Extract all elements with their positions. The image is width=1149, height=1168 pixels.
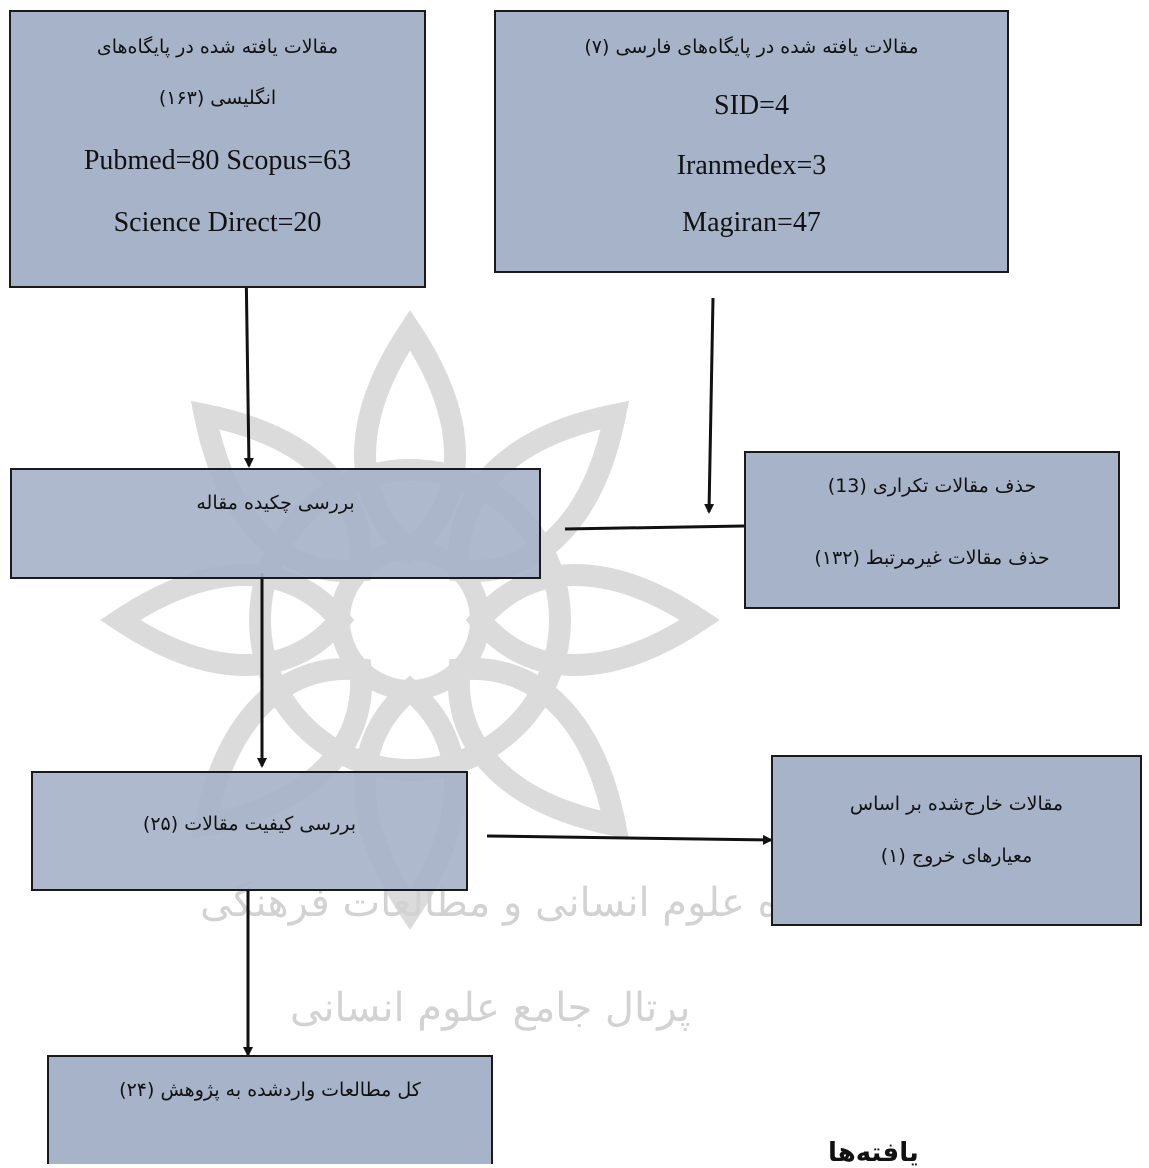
box-abstract-review: بررسی چکیده مقاله [10,468,541,579]
english-box-line1: مقالات یافته شده در پایگاه‌های [96,36,339,58]
arrow-english-to-abstract [243,261,254,468]
box-excluded-articles: مقالات خارج‌شده بر اساس معیارهای خروج (۱… [771,755,1142,926]
english-box-line2: انگلیسی (۱۶۳) [158,87,277,109]
connector-abstract-to-removed [564,524,745,531]
box-quality-review: بررسی کیفیت مقالات (۲۵) [31,771,468,891]
english-box-line4: Science Direct=20 [113,207,322,238]
box-persian-databases: مقالات یافته شده در پایگاه‌های فارسی (۷)… [494,10,1009,273]
persian-box-line1: مقالات یافته شده در پایگاه‌های فارسی (۷) [584,36,919,58]
total-included-label: کل مطالعات واردشده به پژوهش (۲۴) [119,1079,421,1101]
box-removed-articles: حذف مقالات تکراری (13) حذف مقالات غیرمرت… [744,451,1120,609]
removed-duplicates-label: حذف مقالات تکراری (13) [827,475,1037,497]
quality-review-label: بررسی کیفیت مقالات (۲۵) [142,813,357,835]
box-total-included: کل مطالعات واردشده به پژوهش (۲۴) [47,1055,493,1164]
persian-box-line4: Magiran=47 [682,207,821,238]
arrow-persian-to-removed [704,297,715,514]
section-heading-findings: یافته‌ها [828,1138,919,1168]
english-box-line3: Pubmed=80 Scopus=63 [83,145,352,176]
box-english-databases: مقالات یافته شده در پایگاه‌های انگلیسی (… [9,10,426,288]
watermark-text-2: پرتال جامع علوم انسانی [290,985,691,1031]
excluded-line2: معیارهای خروج (۱) [880,845,1033,867]
excluded-line1: مقالات خارج‌شده بر اساس [849,793,1064,815]
persian-box-line3: Iranmedex=3 [676,150,827,181]
arrow-quality-to-excluded [486,834,773,845]
abstract-review-label: بررسی چکیده مقاله [196,492,355,514]
removed-irrelevant-label: حذف مقالات غیرمرتبط (۱۳۲) [814,547,1050,569]
persian-box-line2: SID=4 [714,90,789,121]
